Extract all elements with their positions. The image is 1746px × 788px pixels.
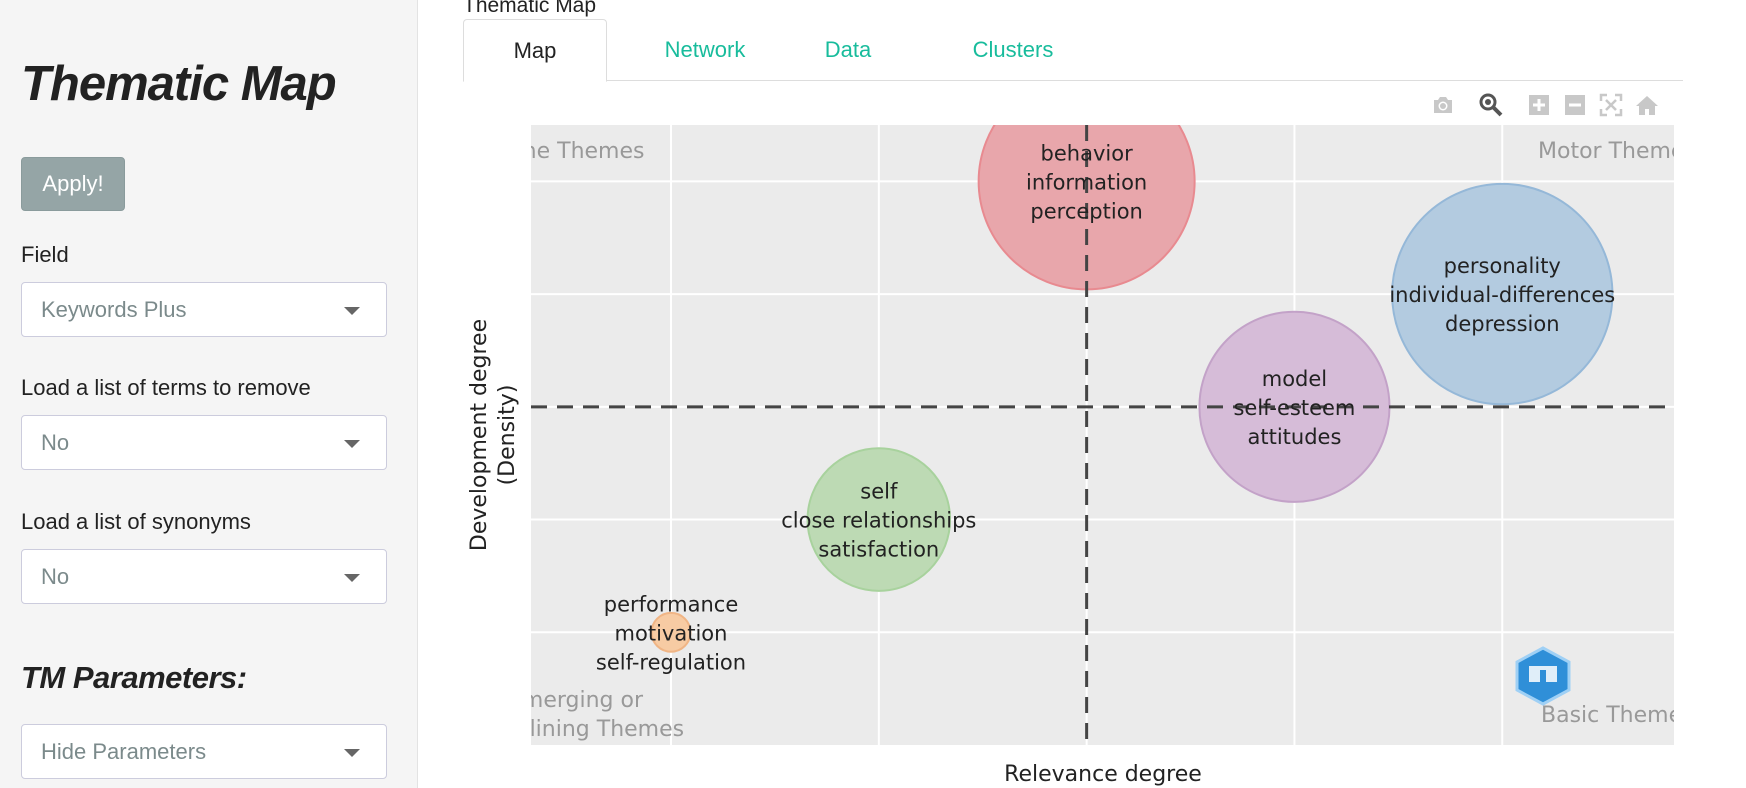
chevron-down-icon — [344, 749, 360, 757]
camera-icon[interactable] — [1430, 92, 1456, 118]
remove-terms-value: No — [41, 429, 70, 455]
apply-button[interactable]: Apply! — [21, 157, 125, 211]
reference-lines — [531, 125, 1674, 745]
cluster-bubble-3[interactable] — [806, 447, 952, 592]
cluster-label-0-0: behavior — [1041, 141, 1134, 165]
zoom-icon[interactable] — [1478, 92, 1504, 118]
field-select[interactable]: Keywords Plus — [21, 282, 387, 337]
synonyms-label: Load a list of synonyms — [21, 509, 251, 534]
quadrant-label-top-right: Motor Themes — [1538, 139, 1696, 164]
parameters-select-value: Hide Parameters — [41, 738, 207, 764]
cluster-label-2-2: attitudes — [1248, 425, 1342, 449]
cluster-bubble-4[interactable] — [650, 611, 692, 653]
quadrant-label-top-left: Niche Themes — [488, 139, 644, 164]
autoscale-icon[interactable] — [1598, 92, 1624, 118]
tab-network[interactable]: Network — [664, 37, 746, 62]
bubble-labels: behavior information perception personality… — [596, 141, 1615, 674]
cluster-label-1-0: personality — [1444, 254, 1561, 278]
remove-terms-select[interactable]: No — [21, 415, 387, 470]
field-select-value: Keywords Plus — [41, 296, 187, 322]
sidebar: Thematic Map Apply! Field Keywords Plus … — [0, 0, 418, 788]
tm-parameters-title: TM Parameters: — [21, 660, 247, 695]
cluster-label-4-2: self-regulation — [596, 650, 746, 674]
cluster-label-4-0: performance — [604, 592, 739, 616]
zoom-in-icon[interactable] — [1526, 92, 1552, 118]
quadrant-label-bottom-right: Basic Themes — [1541, 703, 1694, 728]
cluster-label-1-1: individual-differences — [1389, 283, 1615, 307]
tab-map[interactable]: Map — [463, 19, 607, 82]
cluster-label-2-1: self-esteem — [1233, 396, 1355, 420]
tab-bar: Map Network Data Clusters — [463, 19, 1683, 82]
cluster-label-0-2: perception — [1030, 199, 1142, 223]
tab-clusters[interactable]: Clusters — [972, 37, 1054, 62]
page-title: Thematic Map — [463, 0, 597, 17]
bibliometrix-logo — [1515, 646, 1571, 706]
cluster-label-3-1: close relationships — [781, 509, 976, 533]
zoom-out-icon[interactable] — [1562, 92, 1588, 118]
y-axis-label: Development degree (Density) — [467, 319, 520, 551]
cluster-label-3-2: satisfaction — [818, 538, 939, 562]
chevron-down-icon — [344, 307, 360, 315]
synonyms-value: No — [41, 563, 70, 589]
cluster-label-1-2: depression — [1445, 312, 1560, 336]
cluster-label-4-1: motivation — [615, 621, 728, 645]
parameters-select[interactable]: Hide Parameters — [21, 724, 387, 779]
cluster-label-2-0: model — [1262, 367, 1327, 391]
cluster-label-3-0: self — [860, 480, 898, 504]
quadrant-label-bottom-left-1: Emerging or — [508, 688, 644, 713]
synonyms-select[interactable]: No — [21, 549, 387, 604]
x-axis-label: Relevance degree — [1004, 762, 1202, 787]
remove-terms-label: Load a list of terms to remove — [21, 375, 311, 400]
tab-data[interactable]: Data — [824, 37, 872, 62]
y-axis-label-line-2: (Density) — [495, 385, 520, 486]
cluster-bubble-1[interactable] — [1391, 182, 1614, 406]
chevron-down-icon — [344, 574, 360, 582]
field-label: Field — [21, 242, 69, 267]
quadrant-label-bottom-left-2: Declining Themes — [487, 717, 684, 742]
quadrant-labels: Niche Themes Motor Themes Emerging or De… — [487, 139, 1696, 742]
cluster-label-0-1: information — [1026, 170, 1147, 194]
home-icon[interactable] — [1634, 92, 1660, 118]
y-axis-label-line-1: Development degree — [467, 319, 492, 551]
sidebar-title: Thematic Map — [21, 57, 337, 111]
chevron-down-icon — [344, 440, 360, 448]
